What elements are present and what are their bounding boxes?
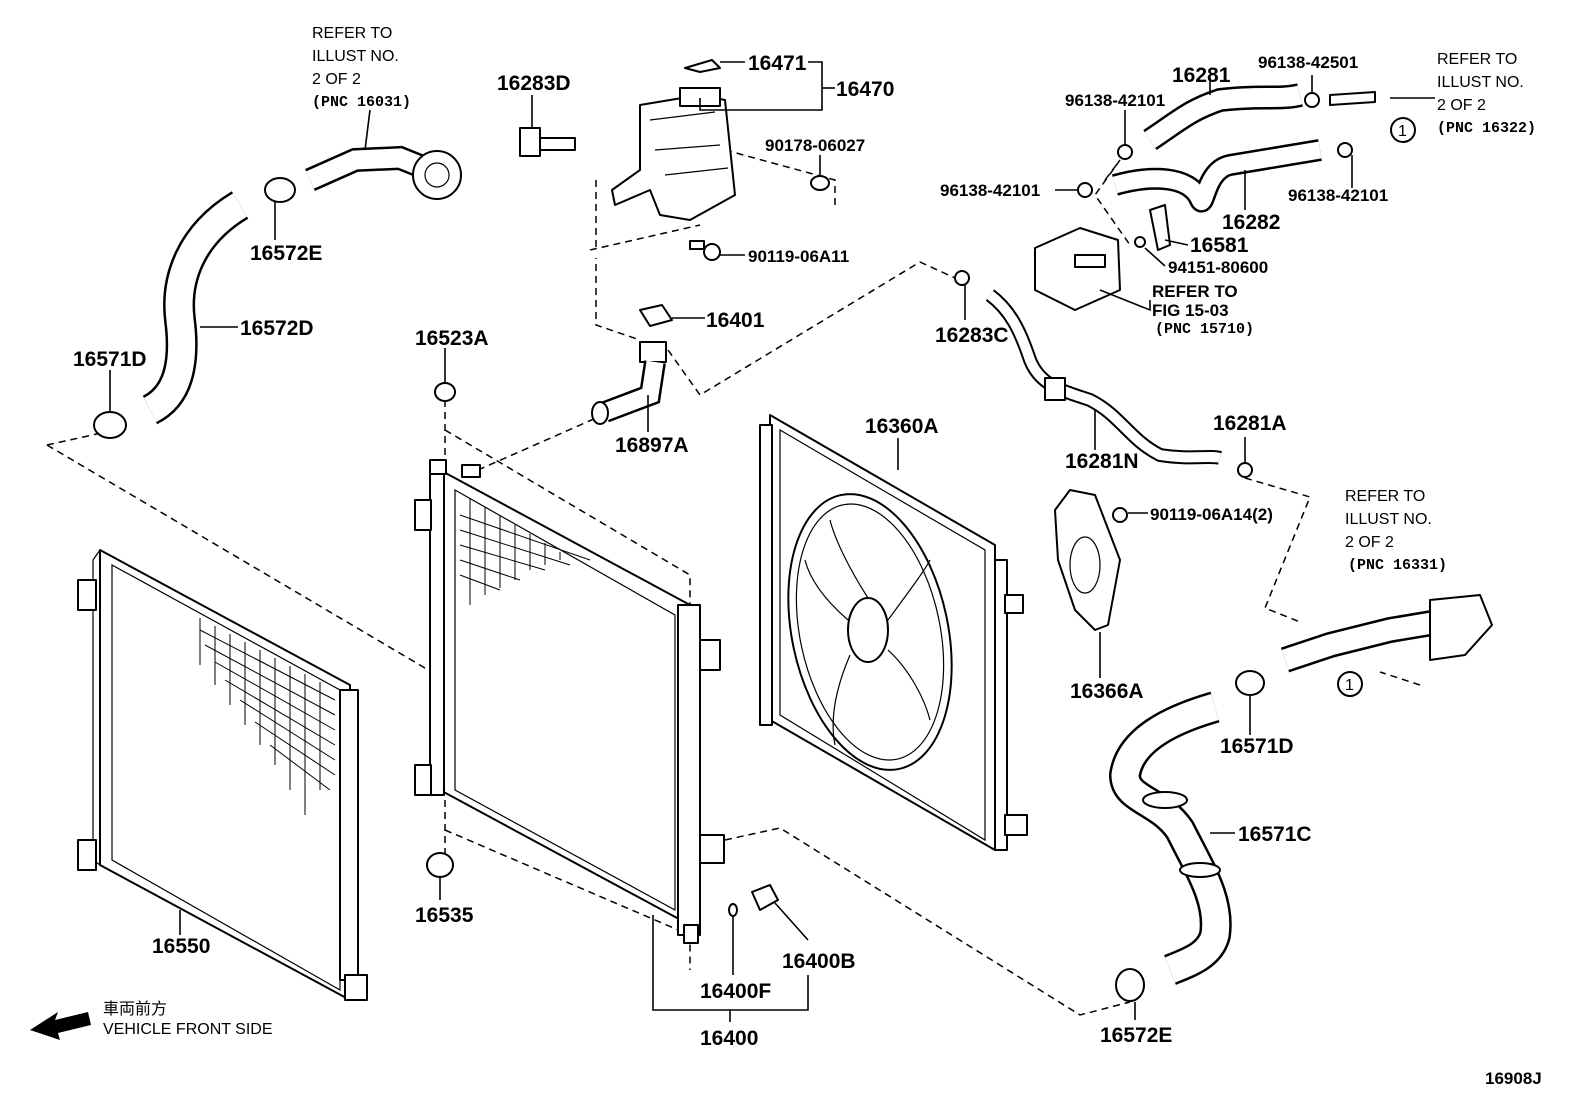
ref3-line3: (PNC 15710) (1155, 321, 1254, 338)
drain-cock-16400B (751, 884, 779, 911)
direction-jp: 車両前方 (103, 1000, 167, 1018)
reference-note-16331: REFER TO ILLUST NO. 2 OF 2 (PNC 16331) (1345, 488, 1447, 574)
label-16366A: 16366A (1070, 680, 1144, 703)
label-16550: 16550 (152, 935, 210, 958)
label-94151-80600: 94151-80600 (1168, 258, 1268, 277)
oil-cooler (1034, 227, 1121, 311)
nut-90178-06027 (810, 175, 830, 191)
cap-16471 (684, 59, 721, 73)
ref1-line4: (PNC 16031) (312, 94, 411, 111)
radiator-assembly-16400 (414, 459, 725, 944)
label-16360A: 16360A (865, 415, 939, 438)
label-16572E-top: 16572E (250, 242, 322, 265)
label-16400F: 16400F (700, 980, 771, 1003)
bolt-90119-06A14 (1112, 507, 1128, 523)
hose-16571C (1108, 691, 1232, 985)
filler-neck-16897A (591, 341, 667, 425)
clamp-16571D-right (1235, 670, 1265, 696)
hose-16281 (1143, 83, 1303, 150)
ref2-line1: REFER TO (1437, 51, 1517, 68)
bracket-16581 (1134, 204, 1171, 251)
clamps-96138-42101 (1077, 142, 1353, 198)
label-16400B: 16400B (782, 950, 856, 973)
label-16281: 16281 (1172, 64, 1231, 87)
label-16581: 16581 (1190, 234, 1249, 257)
water-outlet-pipe (305, 145, 462, 200)
label-16283D: 16283D (497, 72, 571, 95)
circle-ref-top: 1 (1390, 117, 1416, 143)
hose-16572D (141, 191, 249, 425)
label-16283C: 16283C (935, 324, 1009, 347)
pipe-96138-42501 (1304, 91, 1376, 108)
cap-16401 (639, 304, 673, 327)
vehicle-front-indicator: 車両前方 VEHICLE FRONT SIDE (30, 1000, 273, 1040)
label-16571D-right: 16571D (1220, 735, 1294, 758)
bolt-90119-06A11 (689, 240, 721, 261)
part-number-labels: 16471 16470 16283D 90178-06027 90119-06A… (73, 52, 1542, 1088)
label-90119-06A11: 90119-06A11 (748, 247, 849, 266)
label-16470: 16470 (836, 78, 894, 101)
label-16571C: 16571C (1238, 823, 1312, 846)
water-inlet-pipe (1280, 594, 1493, 673)
seal-16366A (1054, 489, 1121, 631)
ref2-line4: (PNC 16322) (1437, 120, 1536, 137)
label-90178-06027: 90178-06027 (765, 136, 865, 155)
label-96138-42101-b: 96138-42101 (940, 181, 1040, 200)
radiator-core-16550 (77, 549, 368, 1001)
ref3-line2: FIG 15-03 (1152, 301, 1229, 320)
label-16571D-left: 16571D (73, 348, 147, 371)
circle-ref-bottom: 1 (1337, 671, 1363, 697)
grommet-16535 (426, 852, 454, 878)
leader-lines (109, 61, 1435, 1022)
label-16281N: 16281N (1065, 450, 1139, 473)
label-16400: 16400 (700, 1027, 758, 1050)
reference-note-15710: REFER TO FIG 15-03 (PNC 15710) (1152, 282, 1254, 338)
clamp-16572E-bottom (1115, 968, 1145, 1002)
reference-note-16031: REFER TO ILLUST NO. 2 OF 2 (PNC 16031) (312, 25, 411, 111)
ref2-line3: 2 OF 2 (1437, 97, 1486, 114)
label-16572E-bottom: 16572E (1100, 1024, 1172, 1047)
direction-en: VEHICLE FRONT SIDE (103, 1021, 273, 1038)
o-ring-16400F (728, 903, 738, 917)
label-90119-06A14: 90119-06A14(2) (1150, 505, 1273, 524)
front-arrow-icon (30, 1012, 91, 1040)
diagram-id: 16908J (1485, 1069, 1542, 1088)
reference-note-16322: REFER TO ILLUST NO. 2 OF 2 (PNC 16322) (1437, 51, 1536, 137)
hose-16281N (954, 270, 1253, 478)
label-16401: 16401 (706, 309, 765, 332)
label-16281A: 16281A (1213, 412, 1287, 435)
label-16897A: 16897A (615, 434, 689, 457)
clamp-16572E-top (264, 177, 296, 203)
ref4-line2: ILLUST NO. (1345, 511, 1432, 528)
ref4-line3: 2 OF 2 (1345, 534, 1394, 551)
label-96138-42101-a: 96138-42101 (1065, 91, 1165, 110)
ref4-line1: REFER TO (1345, 488, 1425, 505)
hose-16283D (519, 127, 601, 259)
ref1-line1: REFER TO (312, 25, 392, 42)
label-16471: 16471 (748, 52, 807, 75)
circle-ref-top-text: 1 (1398, 123, 1407, 140)
ref1-line3: 2 OF 2 (312, 71, 361, 88)
label-16572D: 16572D (240, 317, 314, 340)
label-96138-42501: 96138-42501 (1258, 53, 1358, 72)
ref1-line2: ILLUST NO. (312, 48, 399, 65)
ref4-line4: (PNC 16331) (1348, 557, 1447, 574)
label-16535: 16535 (415, 904, 474, 927)
clamp-16571D-left (93, 411, 127, 439)
reservoir-tank-16470 (611, 87, 736, 221)
label-96138-42101-c: 96138-42101 (1288, 186, 1388, 205)
ref3-line1: REFER TO (1152, 282, 1238, 301)
fan-shroud-16360A (759, 414, 1028, 851)
hose-16282 (1111, 139, 1322, 213)
label-16282: 16282 (1222, 211, 1280, 234)
circle-ref-bottom-text: 1 (1345, 677, 1354, 694)
grommet-16523A (434, 382, 456, 402)
ref2-line2: ILLUST NO. (1437, 74, 1524, 91)
label-16523A: 16523A (415, 327, 489, 350)
